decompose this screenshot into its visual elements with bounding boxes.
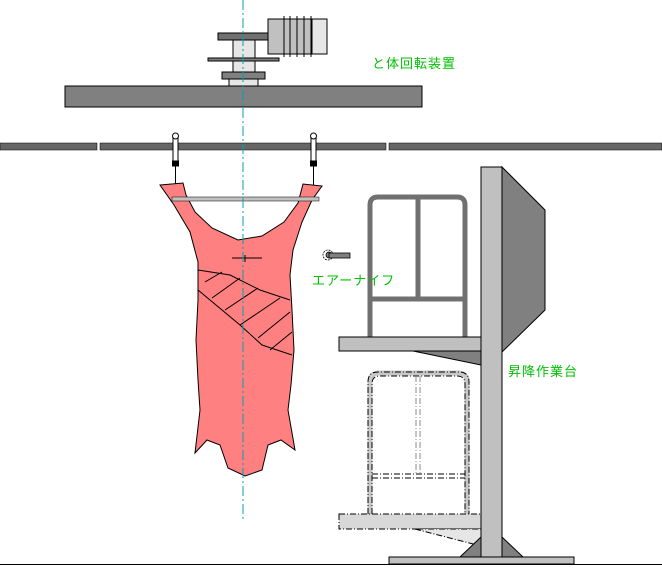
- lift-column: [388, 165, 575, 565]
- spreader-bar: [171, 196, 320, 202]
- carcass-hatch-area: [197, 255, 293, 356]
- platform-deck: [338, 336, 482, 352]
- lift-platform-raised: [338, 194, 482, 366]
- label-air-knife: エアーナイフ: [312, 274, 396, 289]
- air-knife: [322, 249, 351, 261]
- base-plate: [388, 556, 575, 565]
- hooks: [172, 132, 317, 185]
- label-lift-platform: 昇降作業台: [508, 365, 579, 380]
- rail: [0, 142, 662, 151]
- railing: [367, 194, 468, 337]
- carcass: [159, 182, 323, 477]
- label-rotation-device: と体回転装置: [372, 57, 457, 72]
- lift-platform-lowered: [338, 370, 482, 547]
